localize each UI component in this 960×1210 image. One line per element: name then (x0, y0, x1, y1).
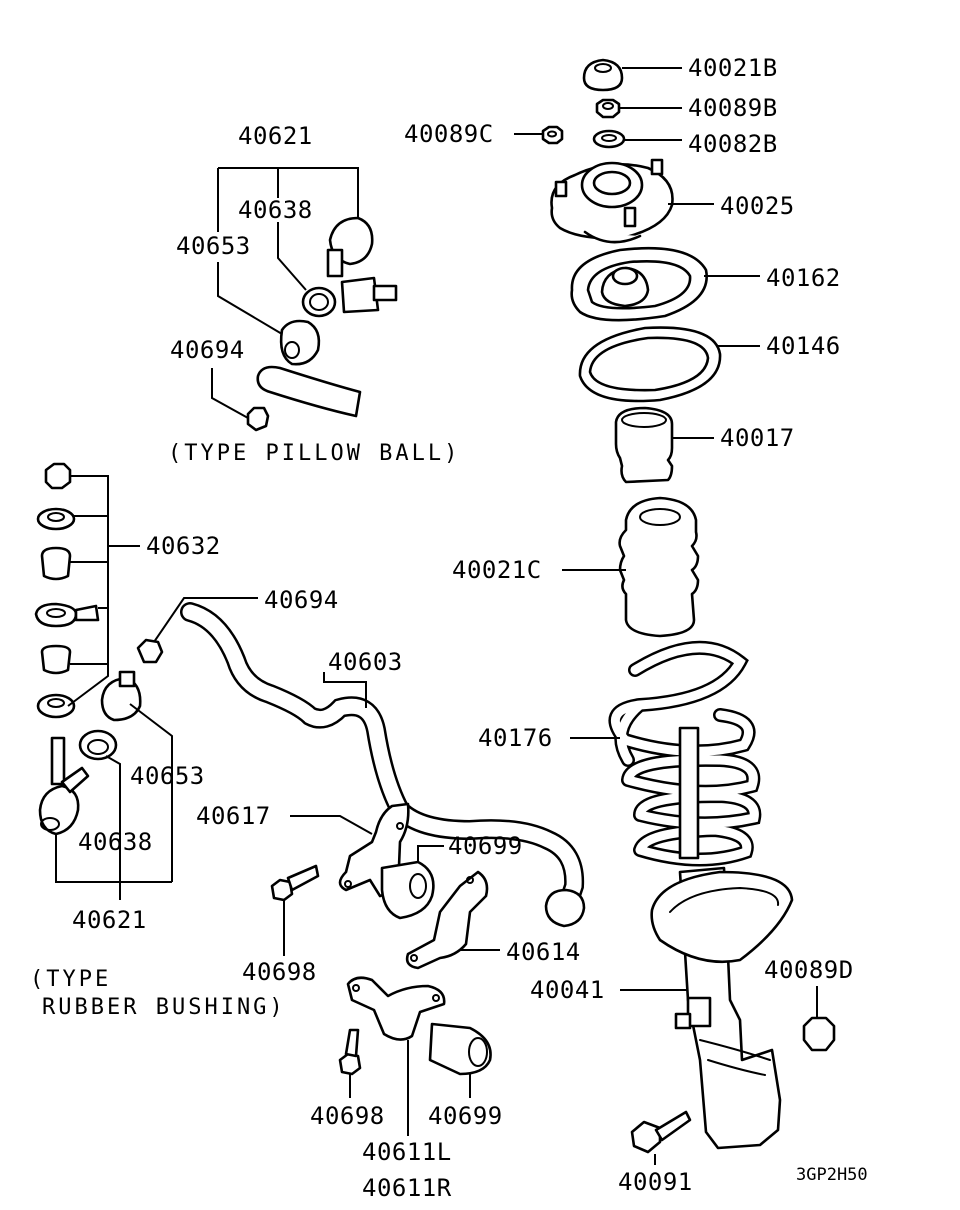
bolt-40091 (630, 1110, 692, 1154)
nut-40089C (541, 125, 564, 145)
callout-40611R: 40611R (362, 1174, 452, 1202)
pillow-ball-nut-40694 (246, 406, 270, 432)
callout-40089D: 40089D (764, 956, 854, 984)
dust-cover-40653 (100, 670, 142, 722)
bushing-40699-a (380, 860, 435, 920)
callout-40082B: 40082B (688, 130, 778, 158)
washer-40082B (592, 129, 626, 149)
callout-40089B: 40089B (688, 94, 778, 122)
callout-40694-mid: 40694 (264, 586, 339, 614)
bushing-40699-b (428, 1022, 492, 1076)
callout-40621-top: 40621 (238, 122, 313, 150)
callout-40041: 40041 (530, 976, 605, 1004)
bracket-40614 (405, 870, 489, 970)
callout-40632: 40632 (146, 532, 221, 560)
bushing-40638 (78, 729, 118, 761)
note-pillow-ball: (TYPE PILLOW BALL) (168, 441, 460, 466)
nut-40089D (802, 1016, 836, 1052)
callout-40021B: 40021B (688, 54, 778, 82)
leader-lines (55, 67, 818, 1165)
callout-40617: 40617 (196, 802, 271, 830)
callout-40694-top: 40694 (170, 336, 245, 364)
stabilizer-link-pillow-ball (256, 216, 398, 418)
note-rubber-bushing-1: (TYPE (30, 967, 111, 992)
nut-40089B (595, 98, 621, 119)
callout-40699-b: 40699 (428, 1102, 503, 1130)
callout-40698-a: 40698 (242, 958, 317, 986)
callout-40021C: 40021C (452, 556, 542, 584)
bolt-40698-b (338, 1028, 362, 1076)
strut-40041 (650, 866, 794, 1150)
callout-labels: 40021B 40089B 40089C 40082B 40025 40162 … (30, 54, 868, 1202)
note-rubber-bushing-2: RUBBER BUSHING) (42, 995, 286, 1020)
dust-cover-40021C (618, 496, 700, 638)
strut-mount-40025 (550, 158, 674, 244)
pillow-ball-cover-40653 (279, 319, 321, 366)
callout-40653-top: 40653 (176, 232, 251, 260)
callout-40698-b: 40698 (310, 1102, 385, 1130)
nut-40694 (136, 638, 164, 664)
callout-40091: 40091 (618, 1168, 693, 1196)
coil-spring-40176 (608, 640, 762, 867)
callout-40614: 40614 (506, 938, 581, 966)
stabilizer-bar-40603 (180, 602, 586, 928)
callout-40176: 40176 (478, 724, 553, 752)
callout-40017: 40017 (720, 424, 795, 452)
callout-40638-top: 40638 (238, 196, 313, 224)
callout-40603: 40603 (328, 648, 403, 676)
strut-cap-40021B (582, 58, 624, 92)
callout-40653-bot: 40653 (130, 762, 205, 790)
bearing-40162 (570, 246, 708, 322)
link-bolt-40621 (38, 736, 90, 836)
bolt-40698-a (270, 864, 320, 902)
link-kit-40632 (34, 462, 100, 719)
pillow-ball-bushing-40638 (301, 286, 337, 318)
callout-40621-bot: 40621 (72, 906, 147, 934)
drawing-code: 3GP2H50 (796, 1165, 868, 1185)
callout-40638-bot: 40638 (78, 828, 153, 856)
callout-40025: 40025 (720, 192, 795, 220)
callout-40699-a: 40699 (448, 832, 523, 860)
callout-40146: 40146 (766, 332, 841, 360)
callout-40611L: 40611L (362, 1138, 452, 1166)
callout-40089C: 40089C (404, 120, 494, 148)
bracket-40611 (346, 976, 446, 1041)
spring-seat-40146 (578, 326, 722, 403)
callout-40162: 40162 (766, 264, 841, 292)
bump-stopper-40017 (614, 406, 674, 484)
